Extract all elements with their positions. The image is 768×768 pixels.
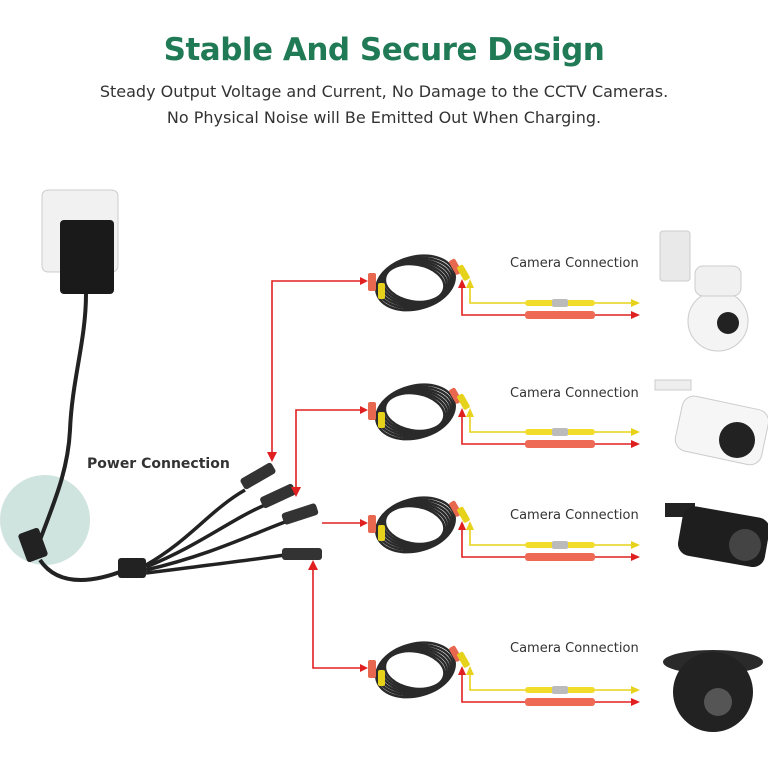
coiled-bnc-cable <box>375 254 456 312</box>
arrow-head <box>360 406 368 414</box>
bnc-connector-yellow <box>378 525 385 541</box>
camera-lens <box>729 529 761 561</box>
camera-row <box>360 496 768 568</box>
dc-female-connector <box>368 402 376 420</box>
cable-loop <box>383 391 446 433</box>
black-bullet-camera-icon <box>665 503 768 568</box>
ptz-dome-camera-icon <box>659 230 749 352</box>
dc-female-connector <box>368 515 376 533</box>
arrow-head <box>466 279 474 288</box>
bnc-barrel <box>552 686 568 694</box>
arrow-head <box>466 408 474 417</box>
arrow-head <box>631 311 640 319</box>
bnc-connector <box>457 506 470 523</box>
splitter-hub <box>118 558 146 578</box>
cable-loop <box>376 643 455 697</box>
splitter-cables <box>145 488 286 575</box>
bnc-connector-yellow <box>378 412 385 428</box>
dc-male-plugs <box>240 462 322 560</box>
camera-mount <box>654 379 692 391</box>
arrow-head <box>631 440 640 448</box>
camera-lens <box>717 312 739 334</box>
dc-coupler <box>525 553 595 561</box>
camera-row <box>360 230 749 352</box>
camera-lens <box>719 422 755 458</box>
arrow-head <box>360 664 368 672</box>
dc-plug <box>18 527 48 563</box>
subtitle-line-1: Steady Output Voltage and Current, No Da… <box>99 82 669 101</box>
bnc-connector-yellow <box>378 283 385 299</box>
cable-loop <box>381 390 449 434</box>
arrow-head <box>631 428 640 436</box>
bnc-barrel <box>552 299 568 307</box>
power-connection-label: Power Connection <box>87 456 230 472</box>
cable-loop <box>381 261 449 305</box>
cable-loop <box>381 503 449 547</box>
arrow-head <box>458 279 466 288</box>
dc-coupler <box>525 698 595 706</box>
cable-loop <box>376 256 455 310</box>
black-dome-camera-icon <box>663 650 763 732</box>
camera-connection-label: Camera Connection <box>510 641 639 656</box>
coiled-bnc-cable <box>375 641 456 699</box>
cable-loop <box>375 496 456 554</box>
cable-loop <box>375 383 456 441</box>
camera-mount <box>659 230 691 282</box>
bnc-barrel <box>552 541 568 549</box>
arrow-head <box>631 299 640 307</box>
cable-loop <box>383 649 446 691</box>
arrow-head <box>631 541 640 549</box>
camera-row <box>360 641 763 732</box>
dc-coupler <box>525 440 595 448</box>
arrow-head <box>631 553 640 561</box>
camera-head <box>694 265 742 297</box>
camera-lens <box>704 688 732 716</box>
cable-loop <box>376 498 455 552</box>
arrow-head <box>631 698 640 706</box>
camera-connection-label: Camera Connection <box>510 508 639 523</box>
power-adapter <box>60 220 114 294</box>
power-arrows <box>271 280 360 669</box>
subtitle-line-2: No Physical Noise will Be Emitted Out Wh… <box>166 108 602 127</box>
bnc-connector <box>457 651 470 668</box>
bnc-connector-yellow <box>378 670 385 686</box>
adapter-cable <box>38 293 88 541</box>
cable-loop <box>375 254 456 312</box>
arrow-head <box>360 519 368 527</box>
coiled-bnc-cable <box>375 383 456 441</box>
coiled-bnc-cable <box>375 496 456 554</box>
dc-female-connector <box>368 660 376 678</box>
bnc-connector <box>457 393 470 410</box>
arrow-head <box>466 521 474 530</box>
white-bullet-camera-icon <box>654 379 768 466</box>
cable-loop <box>381 648 449 692</box>
arrow-head <box>631 686 640 694</box>
dc-female-connector <box>368 273 376 291</box>
cable-loop <box>383 504 446 546</box>
cable-loop <box>383 262 446 304</box>
dc-coupler <box>525 311 595 319</box>
arrow-head <box>466 666 474 675</box>
cable-loop <box>376 385 455 439</box>
camera-connection-label: Camera Connection <box>510 256 639 271</box>
cable-loop <box>375 641 456 699</box>
bnc-barrel <box>552 428 568 436</box>
bnc-connector <box>457 264 470 281</box>
arrow-head <box>458 666 466 675</box>
arrow-head <box>360 277 368 285</box>
arrow-head <box>458 521 466 530</box>
camera-connection-label: Camera Connection <box>510 386 639 401</box>
arrow-head <box>458 408 466 417</box>
page-title: Stable And Secure Design <box>163 32 605 68</box>
camera-body <box>674 395 768 466</box>
camera-row <box>360 379 768 466</box>
